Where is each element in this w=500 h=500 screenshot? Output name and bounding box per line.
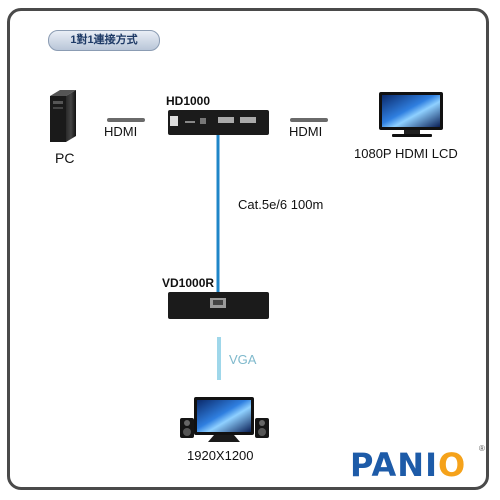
pc-label: PC — [55, 150, 75, 166]
display-label: 1920X1200 — [187, 448, 254, 463]
vd1000r-receiver-icon — [168, 292, 269, 319]
hdmi-left-label: HDMI — [104, 124, 138, 139]
connection-tab: 1對1連接方式 — [48, 30, 160, 51]
panio-logo: PANIO — [350, 446, 466, 484]
hd1000-transmitter-icon — [168, 110, 269, 135]
pc-tower-icon — [50, 90, 76, 142]
logo-o-letter: O — [437, 446, 467, 484]
vga-label: VGA — [229, 352, 257, 367]
display-with-speakers-icon — [180, 397, 269, 442]
lcd-monitor-icon — [379, 92, 443, 137]
registered-mark: ® — [479, 444, 485, 453]
hdmi-cable-right — [290, 118, 328, 122]
vd1000r-label: VD1000R — [162, 276, 215, 290]
hdmi-cable-left — [107, 118, 145, 122]
logo-text: PANI — [350, 446, 438, 484]
cat-cable-label: Cat.5e/6 100m — [238, 197, 324, 212]
hdmi-right-label: HDMI — [289, 124, 323, 139]
hd1000-label: HD1000 — [166, 94, 211, 108]
monitor-label: 1080P HDMI LCD — [354, 146, 458, 161]
